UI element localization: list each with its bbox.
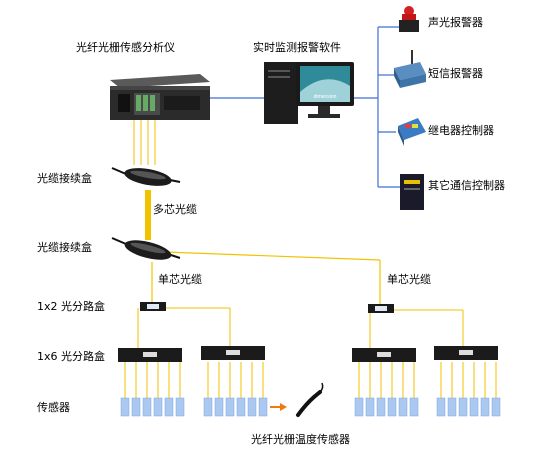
monitor-computer: dimension [264, 62, 354, 124]
sensor-fibers [124, 362, 497, 398]
splitter-1x6-a [118, 348, 182, 362]
splitter-1x2-left [140, 302, 166, 311]
splitter-1x2-right [368, 304, 394, 313]
sms-alarm-icon [394, 50, 426, 88]
other-controller-label: 其它通信控制器 [428, 179, 505, 192]
sensor-group-c [354, 397, 419, 417]
arrow-icon [270, 403, 287, 411]
sound-light-alarm-label: 声光报警器 [428, 16, 483, 29]
splice-box-top [111, 167, 181, 186]
temp-sensor-label: 光纤光栅温度传感器 [251, 433, 350, 446]
sensor-group-a [120, 397, 185, 417]
sensor-group-b [203, 397, 268, 417]
splice-box-mid-label: 光缆接续盒 [37, 241, 92, 254]
sensor-group-d [436, 397, 501, 417]
analyzer-label: 光纤光栅传感分析仪 [76, 41, 175, 54]
sound-light-alarm-icon [399, 6, 419, 32]
splice-box-mid [111, 237, 181, 260]
sms-alarm-label: 短信报警器 [428, 67, 483, 80]
analyzer-device [110, 74, 210, 120]
temp-sensor-icon [296, 382, 324, 417]
multicore-cable-label: 多芯光缆 [153, 203, 197, 216]
splitter-1x2-label: 1x2 光分路盒 [37, 300, 106, 313]
sensors-label: 传感器 [37, 401, 70, 414]
other-controller-icon [400, 174, 424, 210]
fiber-lines [133, 120, 464, 350]
splitter-1x6-d [434, 346, 498, 360]
relay-controller-icon [398, 118, 426, 146]
splitter-1x6-label: 1x6 光分路盒 [37, 350, 106, 363]
single-core-left-label: 单芯光缆 [158, 273, 202, 286]
single-core-right-label: 单芯光缆 [387, 273, 431, 286]
splitter-1x6-c [352, 348, 416, 362]
control-links [208, 26, 400, 188]
splice-box-top-label: 光缆接续盒 [37, 172, 92, 185]
splitter-1x6-b [201, 346, 265, 360]
relay-controller-label: 继电器控制器 [428, 124, 494, 137]
monitor-brand-text: dimension [314, 94, 337, 100]
software-label: 实时监测报警软件 [253, 41, 341, 54]
